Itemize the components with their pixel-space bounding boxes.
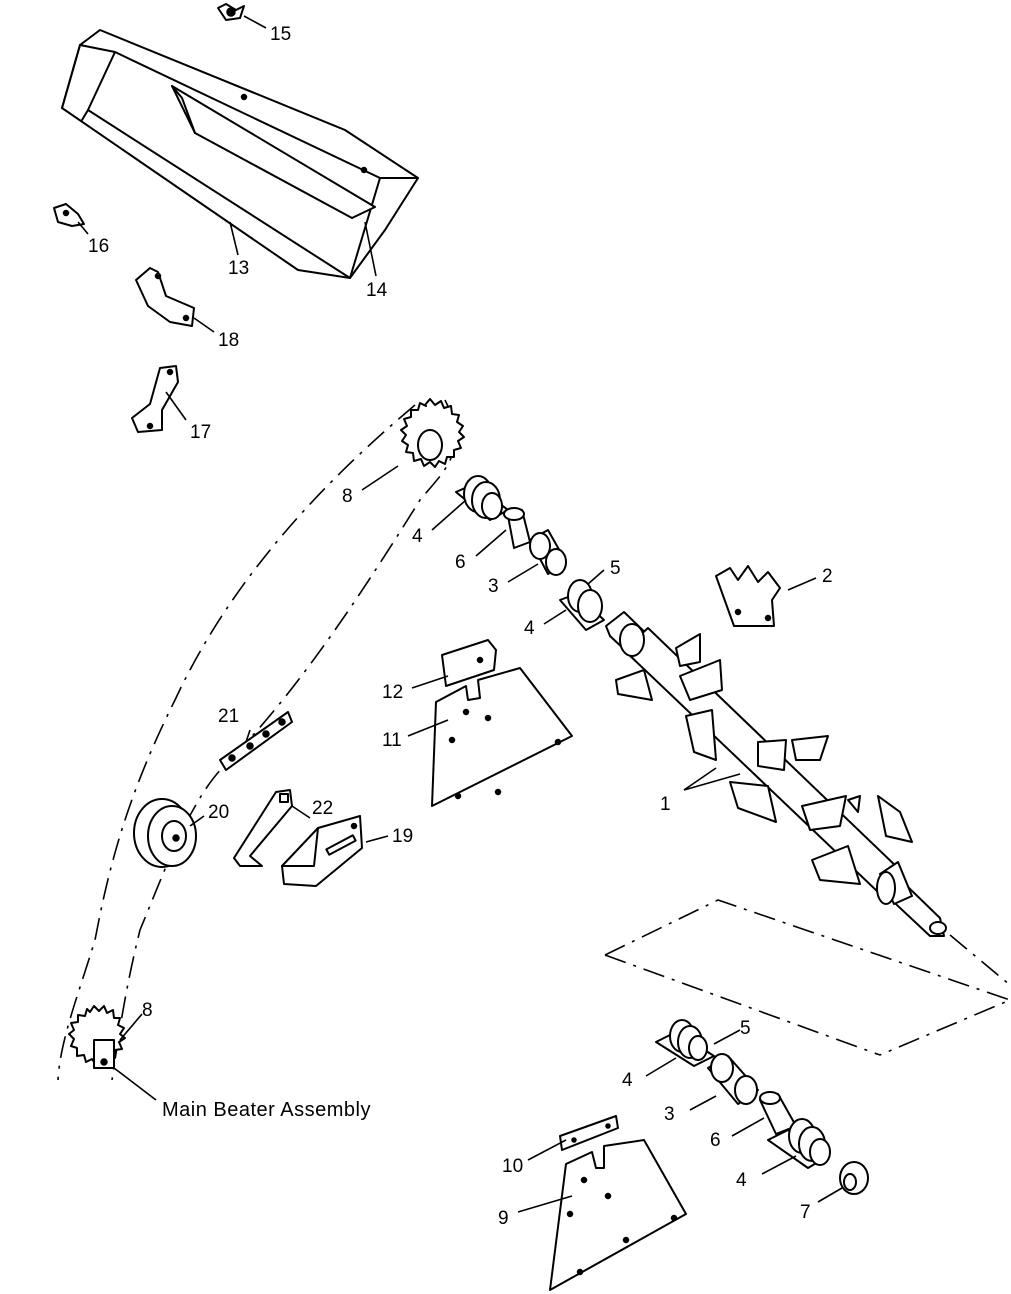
label-10: 10 xyxy=(502,1156,523,1177)
label-4-lower-b: 4 xyxy=(736,1170,747,1191)
part-labels: 15 16 13 14 18 17 8 4 6 3 5 4 2 12 11 21… xyxy=(88,24,833,1229)
bearing-upper-part-4 xyxy=(455,475,509,521)
label-9: 9 xyxy=(498,1208,509,1229)
bearing-lower-part-4 xyxy=(767,1118,831,1169)
label-5-lower: 5 xyxy=(740,1018,751,1039)
label-4-upper-a: 4 xyxy=(412,526,423,547)
label-4-upper-b: 4 xyxy=(524,618,535,639)
side-plate-part-9 xyxy=(549,1139,687,1291)
label-16: 16 xyxy=(88,236,109,257)
chain-link-part-21 xyxy=(219,711,293,771)
label-8-lower: 8 xyxy=(142,1000,153,1021)
knife-plate-part-2 xyxy=(715,565,781,627)
label-2: 2 xyxy=(822,566,833,587)
label-6-lower: 6 xyxy=(710,1130,721,1151)
leader-lines xyxy=(77,15,843,1213)
deflector-plate-part-14 xyxy=(171,85,376,219)
bracket-part-17 xyxy=(131,365,179,433)
collar-part-7 xyxy=(839,1161,869,1195)
label-8-upper: 8 xyxy=(342,486,353,507)
flange-upper-part-3 xyxy=(529,529,567,576)
sprocket-upper-part-8 xyxy=(400,398,465,468)
bearing-upper-part-5 xyxy=(559,579,605,631)
label-14: 14 xyxy=(366,280,388,301)
clip-part-16 xyxy=(53,203,85,227)
sleeve-upper-part-6 xyxy=(503,507,531,549)
label-4-lower-a: 4 xyxy=(622,1070,633,1091)
detail-callout-box xyxy=(604,899,1011,1056)
label-18: 18 xyxy=(218,330,239,351)
label-19: 19 xyxy=(392,826,413,847)
label-13: 13 xyxy=(228,258,249,279)
label-15: 15 xyxy=(270,24,291,45)
idler-pulley-part-20 xyxy=(133,798,197,868)
sprocket-lower-part-8 xyxy=(68,1005,126,1069)
label-11: 11 xyxy=(382,730,402,751)
pad-part-12 xyxy=(441,639,497,687)
label-17: 17 xyxy=(190,422,211,443)
side-plate-part-11 xyxy=(431,667,573,807)
label-1: 1 xyxy=(660,794,671,815)
bracket-part-18 xyxy=(135,267,195,327)
label-20: 20 xyxy=(208,802,229,823)
flange-lower-part-3 xyxy=(707,1053,759,1105)
bracket-part-22 xyxy=(233,789,293,867)
bearing-lower-part-5 xyxy=(655,1019,715,1067)
label-5-upper: 5 xyxy=(610,558,621,579)
wing-nut-part-15 xyxy=(217,3,245,21)
beater-shaft-part-1 xyxy=(605,611,947,937)
caption-main-beater-assembly: Main Beater Assembly xyxy=(162,1099,371,1121)
label-3-lower: 3 xyxy=(664,1104,675,1125)
label-21: 21 xyxy=(218,706,239,727)
label-22: 22 xyxy=(312,798,333,819)
label-6-upper: 6 xyxy=(455,552,466,573)
mount-part-19 xyxy=(281,815,363,887)
label-3-upper: 3 xyxy=(488,576,499,597)
pad-part-10 xyxy=(559,1115,619,1151)
label-12: 12 xyxy=(382,682,403,703)
label-7: 7 xyxy=(800,1202,811,1223)
